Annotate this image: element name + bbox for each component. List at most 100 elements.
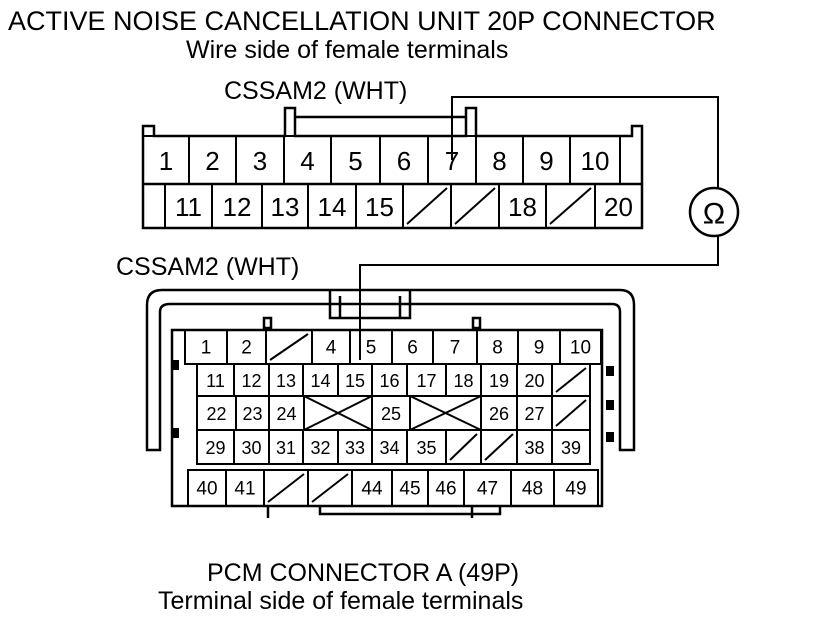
pin-number: 23 — [242, 404, 262, 424]
pcm-connector-title: PCM CONNECTOR A (49P) — [207, 559, 519, 587]
anc-row1-cell: 5 — [330, 135, 381, 185]
pin-number: 27 — [524, 404, 544, 424]
pin-number: 8 — [492, 338, 503, 359]
pin-number: 9 — [534, 338, 545, 359]
pcm-row4-cell: 32 — [302, 429, 339, 465]
anc-row1-cell: 1 — [142, 135, 190, 185]
pcm-row3-cell — [551, 395, 591, 431]
pin-number: 31 — [276, 438, 296, 458]
pcm-row4-cell — [480, 429, 518, 465]
pin-number: 18 — [508, 192, 537, 222]
anc-row1-cell: 6 — [379, 135, 429, 185]
unused-terminal-mark — [406, 187, 448, 225]
pin-number: 6 — [407, 338, 418, 359]
pcm-row2-cell: 11 — [196, 363, 235, 397]
anc-row2-cell — [142, 183, 166, 229]
pin-number: 24 — [276, 404, 296, 424]
pcm-row5-cell: 44 — [351, 469, 393, 507]
anc-row1-cell: 4 — [283, 135, 332, 185]
pcm-row3-cell: 25 — [371, 395, 411, 431]
anc-row2-cell: 11 — [164, 183, 213, 229]
pcm-row3-cell — [303, 395, 373, 431]
pcm-row5-cell: 48 — [510, 469, 555, 507]
pcm-row2-cell: 14 — [302, 363, 339, 397]
pcm-row2-cell: 16 — [371, 363, 408, 397]
anc-row1-cell: 9 — [522, 135, 571, 185]
unused-terminal-mark — [267, 473, 305, 503]
anc-row2-cell: 14 — [307, 183, 357, 229]
pin-number: 12 — [223, 192, 252, 222]
pcm-row2-cell: 17 — [406, 363, 447, 397]
pcm-row2-cell: 13 — [268, 363, 304, 397]
pin-number: 20 — [604, 192, 633, 222]
pcm-row5-cell: 40 — [187, 469, 227, 507]
diagram-title: ACTIVE NOISE CANCELLATION UNIT 20P CONNE… — [8, 6, 716, 36]
pcm-row3-cell: 24 — [268, 395, 305, 431]
pcm-row3-cell: 26 — [480, 395, 518, 431]
pin-number: 30 — [241, 438, 261, 458]
pcm-row4-cell: 38 — [516, 429, 553, 465]
pcm-row4-cell: 39 — [551, 429, 591, 465]
pin-number: 17 — [416, 371, 436, 391]
pin-number: 25 — [381, 404, 401, 424]
anc-row1-cell: 3 — [235, 135, 285, 185]
unused-terminal-mark — [311, 473, 349, 503]
pin-number: 14 — [310, 371, 330, 391]
pcm-row5-cell: 46 — [427, 469, 465, 507]
pcm-row4-cell — [445, 429, 482, 465]
pin-number: 5 — [348, 146, 362, 176]
anc-row2-cell: 15 — [355, 183, 404, 229]
pcm-side-keys — [172, 360, 614, 442]
pcm-row5-cell: 45 — [391, 469, 429, 507]
anc-row1-cell: 2 — [188, 135, 237, 185]
pcm-row3-cell: 27 — [516, 395, 553, 431]
pin-number: 2 — [205, 146, 219, 176]
pin-number: 46 — [435, 479, 456, 500]
pin-number: 45 — [399, 479, 420, 500]
pin-number: 8 — [492, 146, 506, 176]
pin-number: 5 — [366, 338, 377, 359]
pcm-connector-subtitle: Terminal side of female terminals — [158, 587, 523, 615]
blocked-terminal-mark — [409, 395, 482, 431]
pin-number: 32 — [310, 438, 330, 458]
pcm-row3-cell: 23 — [235, 395, 270, 431]
pcm-row5-cell: 47 — [463, 469, 512, 507]
pin-number: 2 — [241, 338, 252, 359]
pin-number: 48 — [522, 479, 543, 500]
pin-number: 40 — [196, 479, 217, 500]
unused-terminal-mark — [555, 367, 587, 393]
anc-row2-cell: 18 — [498, 183, 547, 229]
pin-number: 4 — [300, 146, 314, 176]
test-wire — [359, 96, 719, 360]
pcm-row1-cell: 1 — [184, 329, 228, 365]
diagram-subtitle: Wire side of female terminals — [186, 36, 508, 64]
pin-number: 1 — [201, 338, 212, 359]
pin-number: 29 — [205, 438, 225, 458]
unused-terminal-mark — [449, 433, 478, 461]
anc-row2-cell — [402, 183, 452, 229]
pin-number: 20 — [524, 371, 544, 391]
pcm-row2-cell: 19 — [480, 363, 518, 397]
pin-number: 13 — [276, 371, 296, 391]
pin-number: 39 — [561, 438, 581, 458]
pin-number: 7 — [445, 146, 459, 176]
pcm-row2-cell: 20 — [516, 363, 553, 397]
pin-number: 34 — [379, 438, 399, 458]
pin-number: 11 — [175, 192, 202, 222]
pin-number: 14 — [318, 192, 347, 222]
pcm-row1-cell: 10 — [559, 329, 602, 365]
unused-terminal-mark — [269, 333, 309, 361]
pin-number: 6 — [397, 146, 411, 176]
ohm-symbol: Ω — [703, 198, 725, 231]
bottom-wire-label: CSSAM2 (WHT) — [116, 253, 299, 281]
pin-number: 15 — [365, 192, 394, 222]
anc-row2-cell — [450, 183, 500, 229]
unused-terminal-mark — [549, 187, 592, 225]
pin-number: 12 — [241, 371, 261, 391]
pcm-row2-cell: 12 — [233, 363, 270, 397]
pin-number: 44 — [361, 479, 383, 500]
anc-row1-cell: 10 — [569, 135, 621, 185]
